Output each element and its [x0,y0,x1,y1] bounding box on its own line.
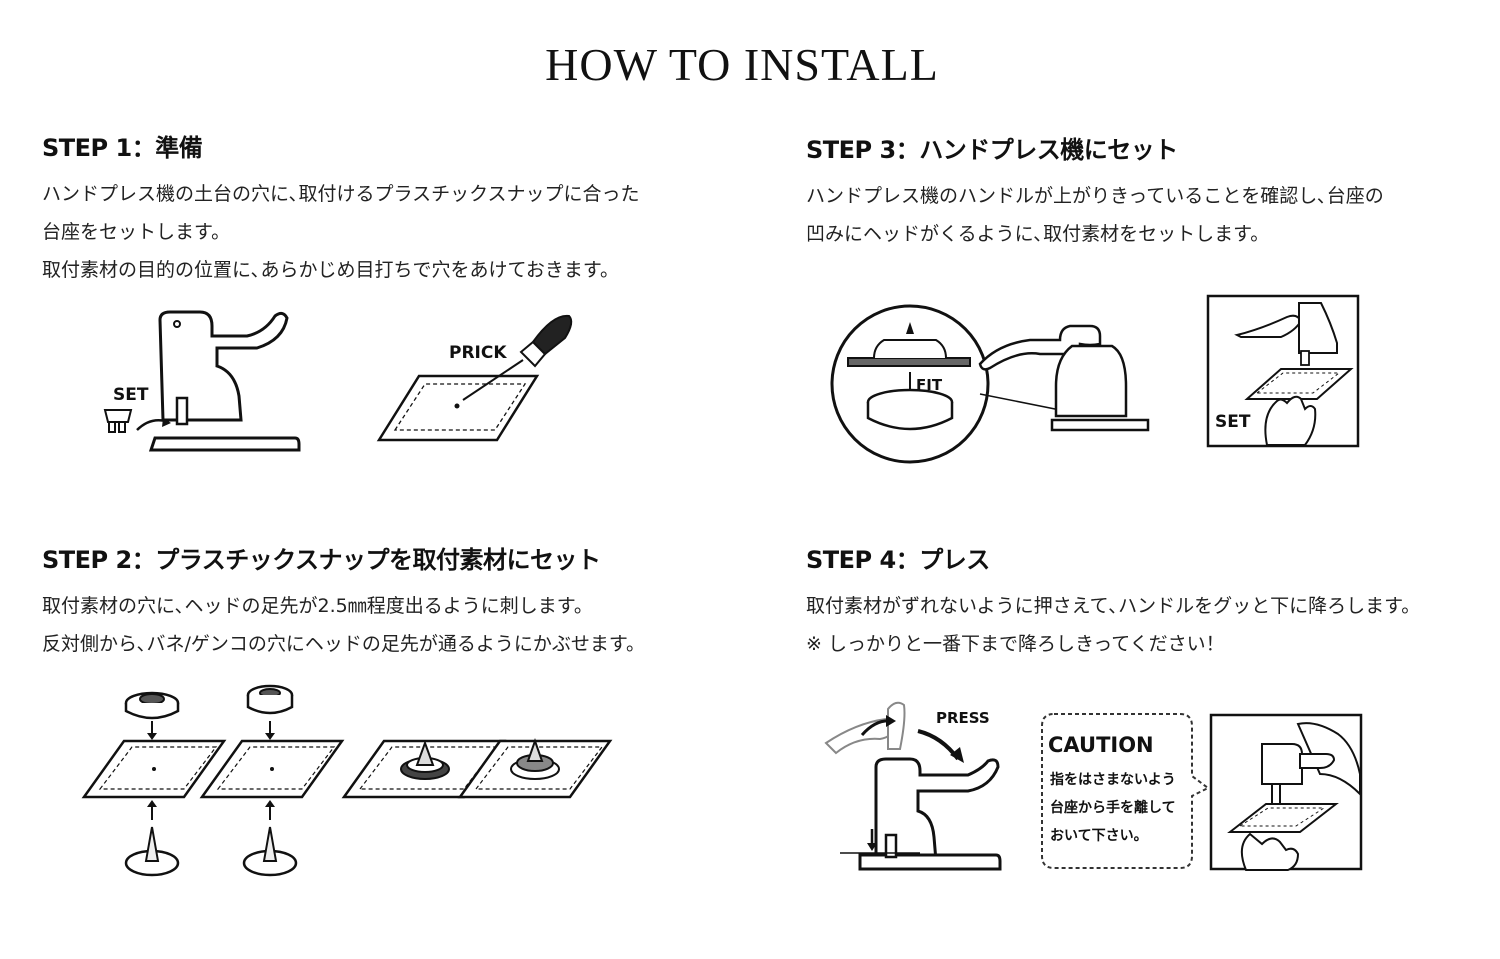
prick-illustration: PRICK [376,314,573,442]
fit-label: FIT [916,376,943,394]
step-3-heading: STEP 3：ハンドプレス機にセット [806,136,1178,164]
step-2-text: 取付素材の穴に､ヘッドの足先が2.5㎜程度出るように刺します。 反対側から､バネ… [42,587,645,663]
prick-label: PRICK [449,343,507,363]
caution-line-2: 台座から手を離して [1050,799,1176,816]
step-1-line-1: ハンドプレス機の土台の穴に､取付けるプラスチックスナップに合った [42,183,640,205]
step-3: STEP 3：ハンドプレス機にセット ハンドプレス機のハンドルが上がりきっている… [806,130,1384,253]
step-4-heading: STEP 4：プレス [806,546,990,574]
step-1-heading: STEP 1：準備 [42,134,203,162]
step-3-line-2: 凹みにヘッドがくるように､取付素材をセットします。 [806,223,1270,245]
set-label: SET [113,385,149,405]
press-illustration: PRESS [824,701,1002,871]
step-1: STEP 1：準備 ハンドプレス機の土台の穴に､取付けるプラスチックスナップに合… [42,128,640,289]
set-label-step-3: SET [1215,412,1251,432]
caution-title: CAUTION [1048,733,1154,757]
step-2-heading: STEP 2：プラスチックスナップを取付素材にセット [42,546,601,574]
caution-bubble: CAUTION 指をはさまないよう 台座から手を離して おいて下さい。 [1041,713,1210,869]
step-4-text: 取付素材がずれないように押さえて､ハンドルをグッと下に降ろします。 ※ しっかり… [806,587,1420,663]
set-material-illustration: SET [1206,294,1360,448]
press-label: PRESS [936,709,990,727]
step-1-text: ハンドプレス機の土台の穴に､取付けるプラスチックスナップに合った 台座をセットし… [42,175,640,289]
step-4-line-1: 取付素材がずれないように押さえて､ハンドルをグッと下に降ろします。 [806,595,1421,617]
caution-line-1: 指をはさまないよう [1050,771,1176,788]
step-2: STEP 2：プラスチックスナップを取付素材にセット 取付素材の穴に､ヘッドの足… [42,540,645,663]
step-1-line-2: 台座をセットします。 [42,221,231,243]
step-3-line-1: ハンドプレス機のハンドルが上がりきっていることを確認し､台座の [806,185,1384,207]
step-4: STEP 4：プレス 取付素材がずれないように押さえて､ハンドルをグッと下に降ろ… [806,540,1420,663]
step-3-text: ハンドプレス機のハンドルが上がりきっていることを確認し､台座の 凹みにヘッドがく… [806,177,1384,253]
hand-press-illustration [1209,713,1363,871]
step-1-line-3: 取付素材の目的の位置に､あらかじめ目打ちで穴をあけておきます。 [42,259,620,281]
hand-press-set-illustration: SET [103,310,301,452]
page-title: HOW TO INSTALL [545,39,939,90]
step-4-line-2: ※ しっかりと一番下まで降ろしきってください！ [806,633,1225,655]
step-2-line-2: 反対側から､バネ/ゲンコの穴にヘッドの足先が通るようにかぶせます。 [42,633,646,655]
caution-line-3: おいて下さい。 [1050,828,1148,844]
fit-detail-illustration: FIT [830,304,1150,464]
snap-assembly-illustration [81,684,613,877]
step-2-line-1: 取付素材の穴に､ヘッドの足先が2.5㎜程度出るように刺します。 [42,595,593,617]
